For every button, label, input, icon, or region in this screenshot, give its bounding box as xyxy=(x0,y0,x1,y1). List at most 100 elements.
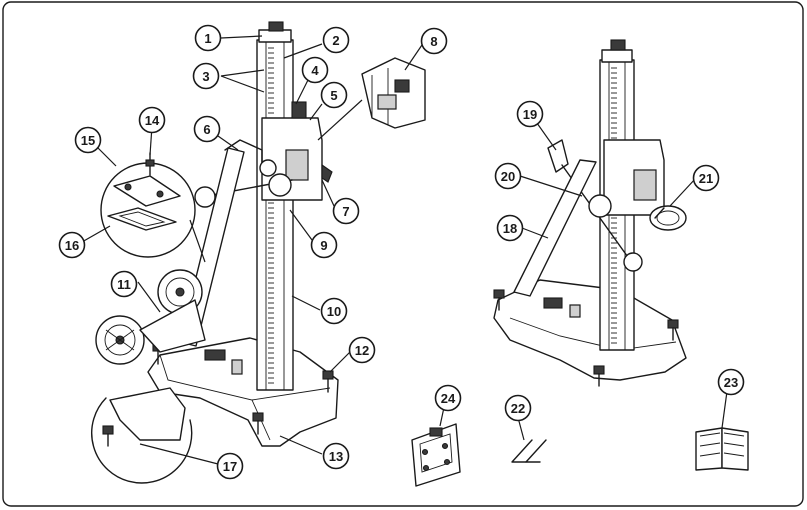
drill-holder-ring xyxy=(649,205,687,231)
callout-12: 12 xyxy=(348,336,376,364)
callout-number: 8 xyxy=(430,34,437,49)
callout-circle xyxy=(494,162,522,190)
leveling-screw-r2 xyxy=(667,319,679,341)
callout-1: 1 xyxy=(194,24,222,52)
leveling-screw-front xyxy=(252,412,264,435)
carriage-window-right xyxy=(633,169,657,201)
base-pad xyxy=(204,349,226,361)
callout-number: 3 xyxy=(202,69,209,84)
callout-8: 8 xyxy=(420,27,448,55)
callout-number: 7 xyxy=(342,204,349,219)
callout-circle xyxy=(138,106,166,134)
callout-24: 24 xyxy=(434,384,462,412)
base-slot-right xyxy=(569,304,581,318)
callout-number: 23 xyxy=(724,375,738,390)
callout-circle xyxy=(717,368,745,396)
stand-base-right xyxy=(493,279,687,381)
manual-book-23 xyxy=(695,427,749,471)
handle-grip-right xyxy=(547,139,569,173)
callout-number: 10 xyxy=(327,304,341,319)
callout-3: 3 xyxy=(192,62,220,90)
callout-11: 11 xyxy=(110,270,138,298)
callout-number: 13 xyxy=(329,449,343,464)
hex-keys-22 xyxy=(511,439,547,463)
callout-number: 17 xyxy=(223,459,237,474)
callout-number: 2 xyxy=(332,33,339,48)
carriage-lock xyxy=(291,101,307,119)
callout-number: 1 xyxy=(204,31,211,46)
handle-grip xyxy=(224,139,263,169)
callout-16: 16 xyxy=(58,231,86,259)
callout-circle xyxy=(322,26,350,54)
top-bolt-right xyxy=(610,39,626,51)
callout-circle xyxy=(58,231,86,259)
base-slot xyxy=(231,359,243,375)
callout-circle xyxy=(216,452,244,480)
callout-circle xyxy=(692,164,720,192)
callout-15: 15 xyxy=(74,126,102,154)
callout-number: 4 xyxy=(311,63,319,78)
callout-23: 23 xyxy=(717,368,745,396)
detail-magnifier-plates xyxy=(100,152,206,263)
callout-circle xyxy=(420,27,448,55)
carriage-window xyxy=(285,149,309,181)
support-brace-right xyxy=(513,159,597,297)
callout-circle xyxy=(516,100,544,128)
callout-number: 19 xyxy=(523,107,537,122)
callout-number: 6 xyxy=(203,122,210,137)
top-bolt xyxy=(268,21,284,32)
callout-19: 19 xyxy=(516,100,544,128)
callout-13: 13 xyxy=(322,442,350,470)
handle-hub-right xyxy=(588,194,612,218)
plate-lower xyxy=(107,207,177,231)
callout-number: 15 xyxy=(81,133,95,148)
callout-2: 2 xyxy=(322,26,350,54)
callout-20: 20 xyxy=(494,162,522,190)
callout-circle xyxy=(110,270,138,298)
callout-10: 10 xyxy=(320,297,348,325)
callout-7: 7 xyxy=(332,197,360,225)
callout-circle xyxy=(192,62,220,90)
leveling-screw-r3 xyxy=(593,365,605,387)
callout-number: 21 xyxy=(699,171,713,186)
column-top-cap-right xyxy=(601,49,633,63)
callout-circle xyxy=(320,81,348,109)
handle-hub xyxy=(268,173,292,197)
plate-upper xyxy=(113,175,181,207)
callout-number: 24 xyxy=(441,391,456,406)
stand-column xyxy=(256,39,294,391)
callout-14: 14 xyxy=(138,106,166,134)
callout-circle xyxy=(310,231,338,259)
callout-22: 22 xyxy=(504,394,532,422)
callout-circle xyxy=(332,197,360,225)
handle-knob xyxy=(194,186,216,208)
callout-number: 18 xyxy=(503,221,517,236)
left-drill-stand xyxy=(91,21,426,484)
callout-number: 11 xyxy=(117,277,131,292)
base-edge-right xyxy=(509,317,677,351)
transport-wheel-front xyxy=(95,315,145,365)
feed-handle xyxy=(194,139,293,208)
base-pad-right xyxy=(543,297,563,309)
handle-end-right xyxy=(623,252,643,272)
callout-4: 4 xyxy=(301,56,329,84)
callout-number: 12 xyxy=(355,343,369,358)
column-top-cap xyxy=(258,29,292,43)
callout-number: 5 xyxy=(330,88,337,103)
callout-circle xyxy=(496,214,524,242)
callout-circle xyxy=(322,442,350,470)
callout-circle xyxy=(74,126,102,154)
right-drill-stand xyxy=(493,39,687,387)
callout-circle xyxy=(434,384,462,412)
callout-21: 21 xyxy=(692,164,720,192)
callout-circle xyxy=(348,336,376,364)
detail-magnifier-17 xyxy=(91,387,193,484)
callout-number: 9 xyxy=(320,238,327,253)
callout-circle xyxy=(504,394,532,422)
callout-number: 22 xyxy=(511,401,525,416)
callout-circle xyxy=(193,115,221,143)
callout-17: 17 xyxy=(216,452,244,480)
